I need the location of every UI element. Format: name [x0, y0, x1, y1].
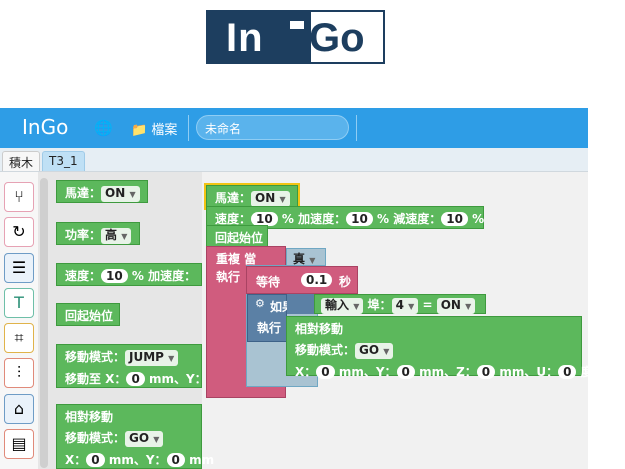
ws-input-compare-block[interactable]: 輸入 ▼ 埠：4 ▼ = ON ▼ — [314, 294, 486, 314]
logo-text-in: In — [226, 16, 264, 60]
file-menu-button[interactable]: 📁 檔案 — [131, 119, 177, 138]
flyout-home-block[interactable]: 回起始位 — [56, 303, 120, 326]
block-label: 加速度： — [298, 212, 347, 226]
power-dropdown[interactable]: 高 ▼ — [101, 228, 132, 244]
divider — [188, 115, 189, 141]
block-title: 相對移動 — [295, 322, 344, 336]
flyout-motor-block[interactable]: 馬達：ON ▼ — [56, 180, 148, 203]
globe-icon[interactable]: 🌐 — [94, 119, 113, 137]
file-menu-label: 檔案 — [151, 123, 178, 138]
rel-mode-dropdown[interactable]: GO ▼ — [125, 431, 164, 447]
y-field[interactable]: 0 — [396, 365, 415, 379]
decel-field[interactable]: 10 — [441, 212, 468, 226]
y-field[interactable]: 0 — [166, 453, 185, 467]
block-label: 移動模式： — [65, 350, 126, 364]
ws-motor-block[interactable]: 馬達：ON ▼ — [204, 183, 300, 210]
block-label: 移動模式： — [295, 343, 356, 357]
logo-notch — [290, 21, 304, 29]
z-field[interactable]: 0 — [476, 365, 496, 379]
flyout-move-to-block[interactable]: 移動模式：JUMP ▼ 移動至 X：0 mm、Y： — [56, 344, 207, 388]
accel-field[interactable]: 10 — [346, 212, 373, 226]
block-label: 移動模式： — [65, 431, 126, 445]
block-label: 移動至 X： — [65, 372, 127, 386]
logo-dark-panel — [208, 12, 311, 62]
gear-icon[interactable]: ⚙ — [255, 297, 265, 310]
ws-speed-block[interactable]: 速度：10 % 加速度：10 % 減速度：10 % — [206, 206, 484, 229]
move-mode-dropdown[interactable]: JUMP ▼ — [125, 350, 179, 366]
block-label: 重複 當 — [216, 252, 257, 266]
speed-field[interactable]: 10 — [251, 212, 278, 226]
input-dropdown[interactable]: 輸入 ▼ — [321, 298, 364, 314]
motor-dropdown[interactable]: ON ▼ — [101, 186, 140, 202]
path-category-icon[interactable]: ⌗ — [4, 323, 34, 353]
ws-if-block[interactable]: ⚙ 如果 執行 — [247, 294, 294, 342]
block-label: 執行 — [257, 321, 282, 335]
block-label: 秒 — [339, 275, 352, 289]
block-label: 減速度： — [393, 212, 442, 226]
ws-relative-move-block[interactable]: 相對移動 移動模式：GO ▼ X：0 mm、Y：0 mm、Z：0 mm、U：0 … — [286, 316, 588, 379]
logic-category-icon[interactable]: ⑂ — [4, 182, 34, 212]
ingo-logo: In Go — [206, 10, 385, 64]
port-dropdown[interactable]: 4 ▼ — [391, 298, 419, 314]
block-label: mm — [189, 453, 215, 467]
ws-wait-block[interactable]: 等待 0.1 秒 — [246, 266, 358, 294]
x-field[interactable]: 0 — [126, 372, 145, 386]
top-bar: InGo 🌐 📁 檔案 未命名 — [0, 108, 588, 148]
block-label: 速度： — [65, 269, 102, 283]
block-label: 功率： — [65, 228, 102, 242]
ws-home-block[interactable]: 回起始位 — [206, 225, 268, 248]
block-label: 速度： — [215, 212, 252, 226]
block-label: 等待 — [256, 275, 281, 289]
tab-bar: 積木 T3_1 — [0, 148, 588, 172]
block-label: 馬達： — [215, 191, 252, 205]
block-label: 加速度： — [148, 269, 197, 283]
folder-icon: 📁 — [131, 123, 148, 138]
block-label: 度 — [580, 365, 588, 379]
block-label: = — [422, 298, 433, 312]
flyout-relative-move-block[interactable]: 相對移動 移動模式：GO ▼ X：0 mm、Y：0 mm — [56, 404, 214, 469]
block-label: 馬達： — [65, 186, 102, 200]
unit-label: % — [281, 212, 294, 226]
divider — [356, 115, 357, 141]
tab-blocks[interactable]: 積木 — [2, 151, 41, 171]
sliders-category-icon[interactable]: ⫶ — [4, 358, 34, 388]
unit-label: % — [377, 212, 390, 226]
block-label: mm、Y： — [148, 372, 207, 386]
block-label: 執行 — [216, 270, 241, 284]
value-dropdown[interactable]: ON ▼ — [436, 298, 476, 314]
project-name-input[interactable]: 未命名 — [196, 115, 349, 140]
x-field[interactable]: 0 — [316, 365, 335, 379]
flyout-speed-block[interactable]: 速度：10 % 加速度： — [56, 263, 202, 286]
flyout-scrollbar[interactable] — [40, 178, 48, 468]
app-window: InGo 🌐 📁 檔案 未命名 積木 T3_1 ⑂ ↻ ☰ T ⌗ ⫶ ⌂ ▤ … — [0, 108, 588, 469]
speed-field[interactable]: 10 — [101, 269, 128, 283]
tab-t3-1[interactable]: T3_1 — [42, 151, 85, 171]
block-title: 相對移動 — [65, 410, 114, 424]
u-field[interactable]: 0 — [558, 365, 577, 379]
block-label: 埠： — [367, 298, 392, 312]
category-toolbox: ⑂ ↻ ☰ T ⌗ ⫶ ⌂ ▤ — [0, 172, 38, 469]
chart-category-icon[interactable]: ▤ — [4, 429, 34, 459]
list-category-icon[interactable]: ☰ — [4, 253, 34, 283]
brand-title: InGo — [22, 115, 69, 139]
block-flyout: 馬達：ON ▼ 功率：高 ▼ 速度：10 % 加速度： 回起始位 移動模式：JU… — [38, 172, 214, 469]
block-label: mm、Z： — [419, 365, 477, 379]
true-value-block[interactable]: 真 ▼ — [286, 248, 326, 266]
block-label: X： — [295, 365, 317, 379]
block-label: X： — [65, 453, 87, 467]
unit-label: % — [131, 269, 144, 283]
x-field[interactable]: 0 — [86, 453, 105, 467]
io-category-icon[interactable]: ⌂ — [4, 394, 34, 424]
unit-label: % — [472, 212, 485, 226]
loop-category-icon[interactable]: ↻ — [4, 217, 34, 247]
flyout-power-block[interactable]: 功率：高 ▼ — [56, 222, 140, 245]
motor-dropdown[interactable]: ON ▼ — [251, 191, 290, 207]
block-label: mm、Y： — [108, 453, 167, 467]
text-category-icon[interactable]: T — [4, 288, 34, 318]
logo-text-go: Go — [309, 16, 365, 60]
wait-seconds-field[interactable]: 0.1 — [301, 273, 333, 287]
block-label: mm、Y： — [338, 365, 397, 379]
block-label: mm、U： — [499, 365, 559, 379]
rel-mode-dropdown[interactable]: GO ▼ — [355, 343, 394, 359]
